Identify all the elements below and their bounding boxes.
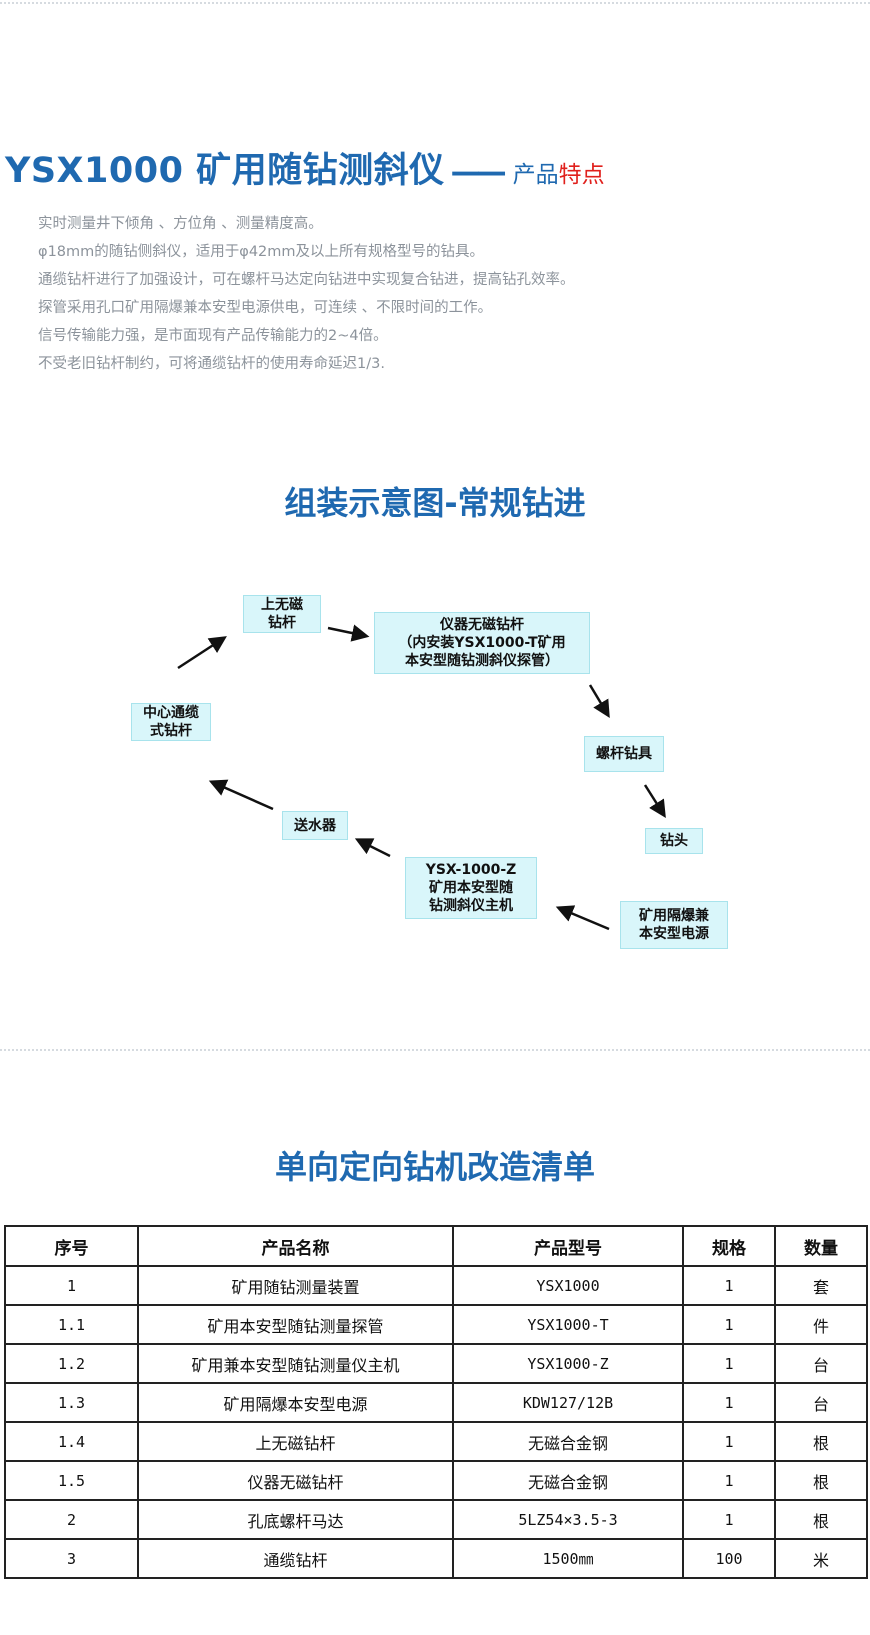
feature-item: 通缆钻杆进行了加强设计，可在螺杆马达定向钻进中实现复合钻进，提高钻孔效率。 — [38, 272, 575, 288]
table-row: 1.2 矿用兼本安型随钻测量仪主机 YSX1000-Z 1 台 — [4, 1343, 868, 1384]
node-upper-nonmagnetic-drill-rod: 上无磁 钻杆 — [243, 595, 321, 633]
cell-product-name: 通缆钻杆 — [137, 1538, 454, 1579]
cell-model: YSX1000-Z — [452, 1343, 684, 1384]
cell-model: 1500㎜ — [452, 1538, 684, 1579]
arrow-screw-to-bit — [643, 784, 666, 818]
cell-index: 1.2 — [4, 1343, 139, 1384]
arrow-center-to-upper — [177, 636, 227, 670]
table-row: 1 矿用随钻测量装置 YSX1000 1 套 — [4, 1265, 868, 1306]
cell-spec: 1 — [682, 1382, 776, 1423]
cell-model: 无磁合金钢 — [452, 1421, 684, 1462]
table-row: 1.5 仪器无磁钻杆 无磁合金钢 1 根 — [4, 1460, 868, 1501]
cell-unit: 台 — [774, 1382, 868, 1423]
cell-unit: 套 — [774, 1265, 868, 1306]
product-title: YSX1000 矿用随钻测斜仪 — [5, 151, 445, 191]
cell-model: YSX1000 — [452, 1265, 684, 1306]
cell-index: 3 — [4, 1538, 139, 1579]
node-host-unit: YSX-1000-Z 矿用本安型随 钻测斜仪主机 — [405, 857, 537, 919]
header-cell: 产品名称 — [137, 1225, 454, 1267]
table-row: 2 孔底螺杆马达 5LZ54×3.5-3 1 根 — [4, 1499, 868, 1540]
top-divider — [0, 2, 870, 4]
feature-item: φ18mm的随钻侧斜仪，适用于φ42mm及以上所有规格型号的钻具。 — [38, 244, 485, 260]
feature-item: 探管采用孔口矿用隔爆兼本安型电源供电，可连续 、不限时间的工作。 — [38, 300, 493, 316]
header-cell: 产品型号 — [452, 1225, 684, 1267]
feature-list: 实时测量井下倾角 、方位角 、测量精度高。 φ18mm的随钻侧斜仪，适用于φ42… — [38, 210, 575, 378]
cell-product-name: 矿用随钻测量装置 — [137, 1265, 454, 1306]
cell-spec: 1 — [682, 1304, 776, 1345]
node-center-cable-drill-rod: 中心通缆 式钻杆 — [131, 703, 211, 741]
arrow-water-to-center — [208, 779, 274, 811]
node-drill-bit: 钻头 — [645, 828, 703, 854]
cell-model: YSX1000-T — [452, 1304, 684, 1345]
table-row: 1.3 矿用隔爆本安型电源 KDW127/12B 1 台 — [4, 1382, 868, 1423]
cell-model: 无磁合金钢 — [452, 1460, 684, 1501]
cell-unit: 件 — [774, 1304, 868, 1345]
arrow-instrument-to-screw — [588, 684, 610, 719]
arrow-host-to-water — [354, 838, 391, 858]
cell-spec: 1 — [682, 1265, 776, 1306]
arrow-power-to-host — [555, 905, 610, 931]
feature-item: 信号传输能力强，是市面现有产品传输能力的2~4倍。 — [38, 328, 388, 344]
feature-item: 不受老旧钻杆制约，可将通缆钻杆的使用寿命延迟1/3. — [38, 356, 385, 372]
list-title: 单向定向钻机改造清单 — [274, 1148, 595, 1186]
heading-dash: —— — [450, 155, 507, 190]
cell-index: 2 — [4, 1499, 139, 1540]
cell-product-name: 矿用隔爆本安型电源 — [137, 1382, 454, 1423]
cell-spec: 1 — [682, 1343, 776, 1384]
node-instrument-nonmagnetic-drill-rod: 仪器无磁钻杆 （内安装YSX1000-T矿用 本安型随钻测斜仪探管） — [374, 612, 590, 674]
cell-unit: 根 — [774, 1499, 868, 1540]
cell-model: KDW127/12B — [452, 1382, 684, 1423]
cell-model: 5LZ54×3.5-3 — [452, 1499, 684, 1540]
table-row: 3 通缆钻杆 1500㎜ 100 米 — [4, 1538, 868, 1579]
header-cell: 数量 — [774, 1225, 868, 1267]
cell-spec: 100 — [682, 1538, 776, 1579]
cell-spec: 1 — [682, 1421, 776, 1462]
heading-subtitle-features: 特点 — [558, 162, 605, 188]
diagram-title: 组装示意图-常规钻进 — [284, 484, 586, 522]
node-water-feeder: 送水器 — [282, 811, 348, 840]
cell-unit: 根 — [774, 1421, 868, 1462]
node-screw-drilling-tool: 螺杆钻具 — [584, 736, 664, 772]
header-cell: 规格 — [682, 1225, 776, 1267]
table-row: 1.4 上无磁钻杆 无磁合金钢 1 根 — [4, 1421, 868, 1462]
cell-spec: 1 — [682, 1460, 776, 1501]
cell-product-name: 上无磁钻杆 — [137, 1421, 454, 1462]
heading-subtitle-product: 产品 — [512, 162, 559, 188]
header-cell: 序号 — [4, 1225, 139, 1267]
cell-unit: 米 — [774, 1538, 868, 1579]
table-header-row: 序号 产品名称 产品型号 规格 数量 — [4, 1225, 868, 1267]
cell-product-name: 仪器无磁钻杆 — [137, 1460, 454, 1501]
cell-index: 1.5 — [4, 1460, 139, 1501]
cell-unit: 根 — [774, 1460, 868, 1501]
cell-index: 1.4 — [4, 1421, 139, 1462]
cell-unit: 台 — [774, 1343, 868, 1384]
cell-index: 1 — [4, 1265, 139, 1306]
cell-product-name: 矿用本安型随钻测量探管 — [137, 1304, 454, 1345]
arrow-upper-to-instrument — [327, 624, 370, 642]
table-row: 1.1 矿用本安型随钻测量探管 YSX1000-T 1 件 — [4, 1304, 868, 1345]
section-divider — [0, 1049, 870, 1051]
cell-product-name: 矿用兼本安型随钻测量仪主机 — [137, 1343, 454, 1384]
cell-index: 1.1 — [4, 1304, 139, 1345]
retrofit-list-table: 序号 产品名称 产品型号 规格 数量 1 矿用随钻测量装置 YSX1000 1 … — [4, 1225, 868, 1579]
product-heading: YSX1000 矿用随钻测斜仪——产品特点 — [5, 142, 605, 193]
cell-product-name: 孔底螺杆马达 — [137, 1499, 454, 1540]
node-power-supply: 矿用隔爆兼 本安型电源 — [620, 901, 728, 949]
cell-spec: 1 — [682, 1499, 776, 1540]
cell-index: 1.3 — [4, 1382, 139, 1423]
feature-item: 实时测量井下倾角 、方位角 、测量精度高。 — [38, 216, 323, 232]
diagram-arrows — [177, 624, 666, 931]
